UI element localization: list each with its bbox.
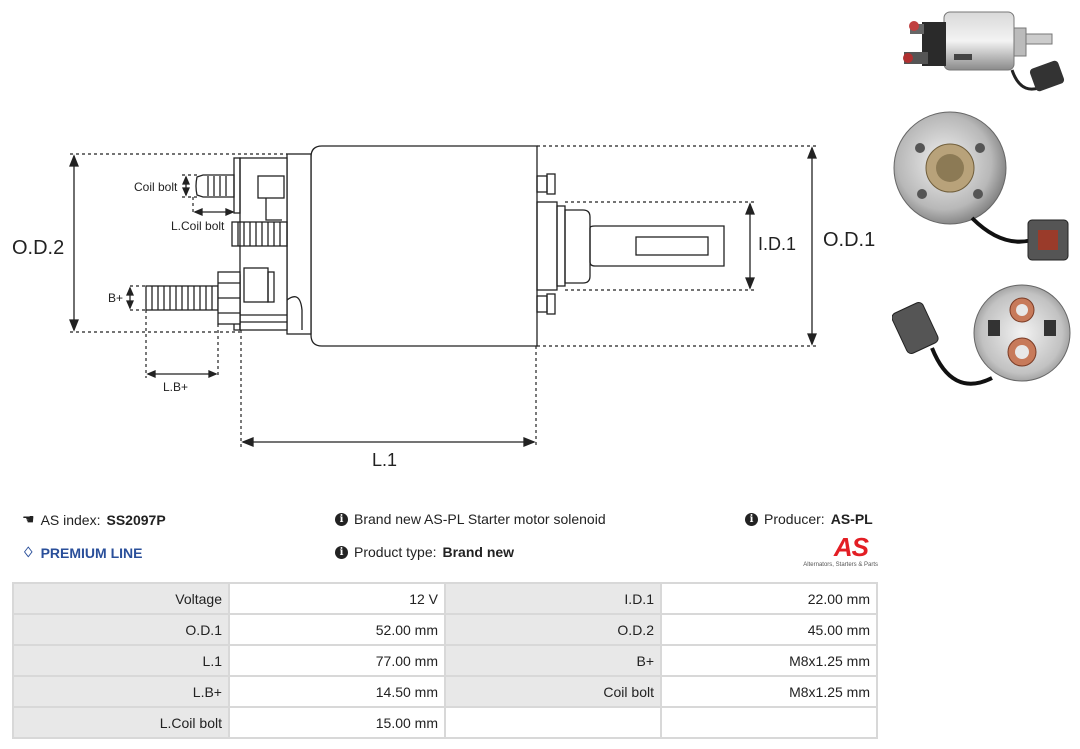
spec-name-cell: B+ [444,644,662,677]
spec-value-cell: M8x1.25 mm [660,644,878,677]
photo-solenoid-rear-view [893,111,1069,261]
product-type: i Product type: Brand new [335,544,514,560]
as-index: ☚ AS index: SS2097P [22,511,166,528]
premium-line: ♢ PREMIUM LINE [22,544,142,561]
spec-value-cell: 14.50 mm [228,675,446,708]
spec-name-cell: I.D.1 [444,582,662,615]
spec-value-cell: 45.00 mm [660,613,878,646]
producer: i Producer: AS-PL [745,511,873,527]
spec-value-cell [660,706,878,739]
spec-name-cell: L.B+ [12,675,230,708]
spec-name-cell: O.D.2 [444,613,662,646]
info-icon: i [745,512,758,526]
spec-value-cell: 77.00 mm [228,644,446,677]
spec-name-cell: Coil bolt [444,675,662,708]
spec-name-cell: Voltage [12,582,230,615]
spec-value-cell: 22.00 mm [660,582,878,615]
technical-drawing: O.D.2 O.D.1 I.D.1 L.1 Coil bolt L.Coil b… [12,145,875,470]
as-index-value: SS2097P [106,511,166,528]
od1-label: O.D.1 [823,229,875,251]
l-coil-bolt-label: L.Coil bolt [171,219,225,233]
spec-value-cell: 15.00 mm [228,706,446,739]
diamond-icon: ♢ [22,544,35,560]
plunger-shape [536,201,725,291]
coil-bolt-label: Coil bolt [134,180,178,194]
spec-name-cell: O.D.1 [12,613,230,646]
spec-name-cell: L.Coil bolt [12,706,230,739]
flange [286,153,312,335]
tag-icon: ☚ [22,511,35,527]
spec-name-cell: L.1 [12,644,230,677]
b-plus-bolt-shape [145,271,241,325]
id1-label: I.D.1 [758,234,796,254]
coil-bolt-shape [195,174,235,198]
spec-name-cell [444,706,662,739]
product-type-value: Brand new [442,544,515,560]
producer-label: Producer: [764,511,825,527]
description: i Brand new AS-PL Starter motor solenoid [335,511,606,527]
b-plus-label: B+ [108,291,123,305]
producer-logo: AS Alternators, Starters & Parts [792,534,878,572]
solenoid-body [310,145,538,347]
l1-label: L.1 [372,450,397,470]
logo-mark: AS [833,532,869,562]
photo-solenoid-terminal-view [892,284,1071,386]
spec-value-cell: 52.00 mm [228,613,446,646]
as-index-label: AS index: [40,511,101,528]
logo-tagline: Alternators, Starters & Parts [803,562,878,568]
od2-label: O.D.2 [12,237,64,259]
spec-value-cell: 12 V [228,582,446,615]
photo-solenoid-side-view [903,11,1065,92]
producer-value: AS-PL [830,511,873,527]
l-b-plus-label: L.B+ [163,380,188,394]
spec-value-cell: M8x1.25 mm [660,675,878,708]
middle-bolt-shape [231,221,288,247]
info-icon: i [335,545,348,559]
premium-line-label: PREMIUM LINE [40,544,143,561]
description-text: Brand new AS-PL Starter motor solenoid [354,511,606,527]
product-type-label: Product type: [354,544,437,560]
info-icon: i [335,512,348,526]
